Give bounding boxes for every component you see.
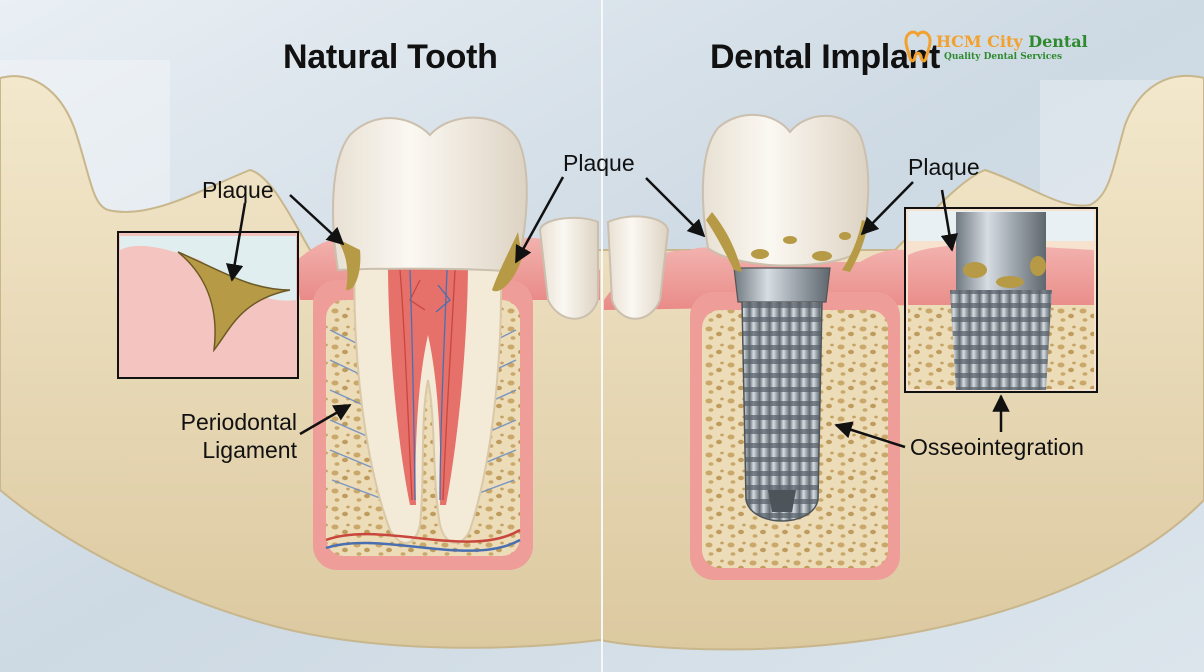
label-plaque-natural-tooth: Plaque xyxy=(563,150,635,176)
implant-abutment xyxy=(733,267,831,303)
natural-tooth-cross-section xyxy=(313,116,533,570)
natural-tooth-crown xyxy=(332,116,528,274)
label-plaque-inset: Plaque xyxy=(202,177,274,203)
implant-inset-right xyxy=(904,207,1098,393)
plaque-deposit-right xyxy=(492,232,522,292)
label-periodontal-line2: Ligament xyxy=(202,437,297,463)
implant-screw xyxy=(741,299,823,522)
label-plaque-implant: Plaque xyxy=(908,154,980,180)
dental-implant-cross-section xyxy=(690,114,900,580)
centre-divider xyxy=(601,0,603,672)
label-osseointegration: Osseointegration xyxy=(910,434,1084,460)
title-natural-tooth: Natural Tooth xyxy=(283,38,498,76)
tooth-logo-icon xyxy=(904,30,932,63)
brand-logo: HCM City Dental Quality Dental Services xyxy=(903,30,1088,70)
logo-name-part2: Dental xyxy=(1028,32,1088,51)
adjacent-tooth-left xyxy=(538,216,599,320)
implant-crown xyxy=(701,114,870,267)
plaque-inset-left xyxy=(117,231,299,379)
label-periodontal-ligament: Periodontal Ligament xyxy=(157,408,297,464)
adjacent-tooth-right xyxy=(606,215,670,320)
logo-tagline: Quality Dental Services xyxy=(944,52,1063,62)
logo-name: HCM City Dental xyxy=(936,32,1088,51)
title-dental-implant: Dental Implant xyxy=(710,38,941,76)
label-periodontal-line1: Periodontal xyxy=(180,409,297,435)
callout-arrows xyxy=(225,176,1010,449)
inset-screw xyxy=(950,290,1052,390)
logo-name-part1: HCM City xyxy=(936,32,1023,51)
plaque-deposit-left xyxy=(336,238,361,291)
